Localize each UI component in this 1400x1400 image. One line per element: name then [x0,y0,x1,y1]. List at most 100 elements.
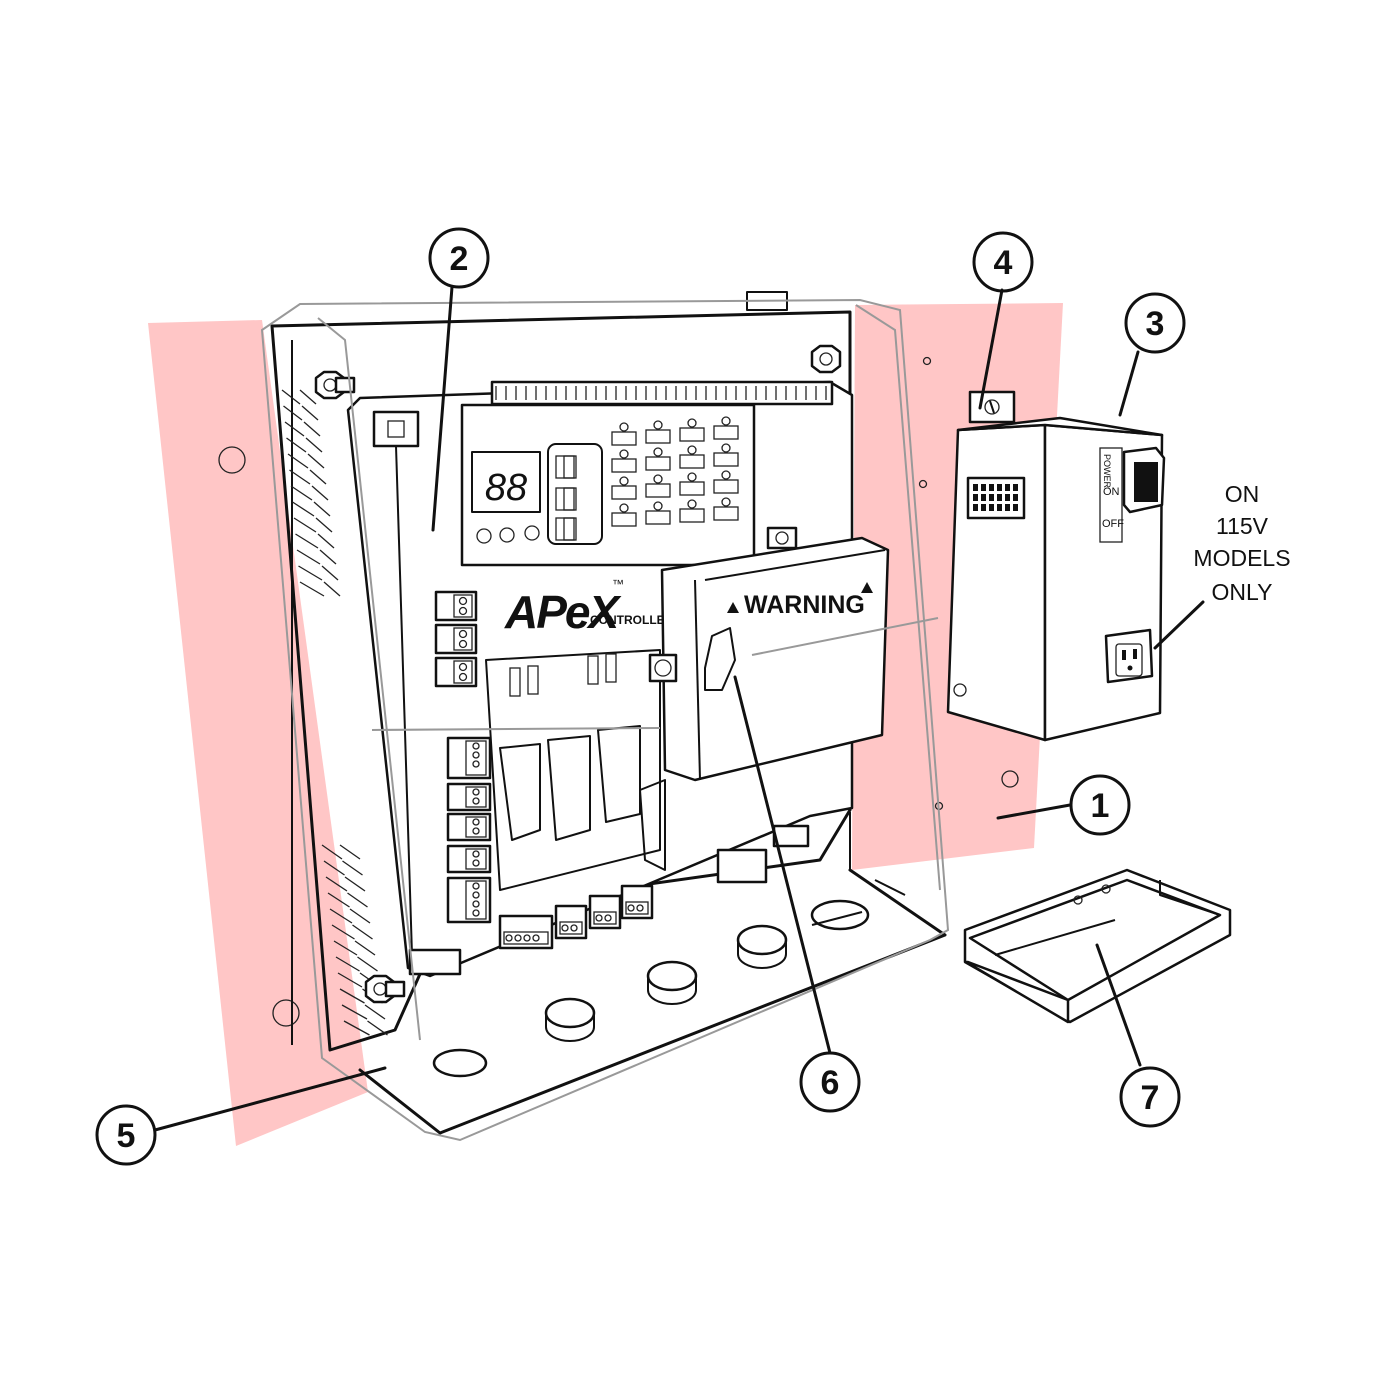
key [645,510,671,525]
power-switch-box: POWER ON OFF [946,390,1166,742]
svg-text:POWER: POWER [1102,454,1112,489]
terminal-block [446,844,492,874]
fin [357,956,378,972]
key-led [721,497,731,507]
fin [295,533,319,549]
board-bracket [408,948,462,976]
key-led [687,499,697,509]
svg-text:WARNING: WARNING [744,591,865,619]
fin [367,1020,388,1036]
fin [321,844,343,860]
callout-1: 1 [1069,774,1131,836]
terminal-block [446,876,492,924]
fin [286,437,307,453]
fin [319,549,337,565]
fin [343,1020,370,1036]
key-led [653,501,663,511]
fin [303,421,321,437]
dip-key [981,484,986,491]
key [611,485,637,500]
key [713,479,739,494]
display-digits: 88 [485,467,527,509]
dip-key [989,484,994,491]
svg-text:115V: 115V [1216,513,1269,539]
fin [347,892,368,908]
fin [296,549,321,565]
key [713,425,739,440]
dip-key [1013,504,1018,511]
fin [333,940,358,956]
warning-cover: WARNING [648,526,890,782]
display-panel [460,403,756,567]
warning-triangle-icon [861,582,873,593]
key-led [721,443,731,453]
callout-5: 5 [95,1104,157,1166]
dip-key [1005,504,1010,511]
screw-icon [953,683,967,697]
callout-7: 7 [1119,1066,1181,1128]
leader-lines [153,285,1142,1132]
key [611,458,637,473]
fin [315,517,333,533]
knockout-hole [646,960,698,992]
fin [281,389,301,405]
svg-text:MODELS: MODELS [1193,545,1290,571]
svg-text:ON: ON [1103,486,1120,498]
fin [311,485,329,501]
fin [323,581,341,597]
panel-hole [922,356,932,366]
pushbuttons [476,525,540,544]
controller-board: 88 APeX ™ CONTROLLER [346,380,854,978]
dip-key [997,504,1002,511]
dip-key [1013,484,1018,491]
led [563,455,575,479]
fin [323,860,345,876]
terminal-block [446,736,492,780]
key [645,483,671,498]
led [563,517,575,541]
dip-key [1013,494,1018,501]
key-led [619,449,629,459]
key [679,481,705,496]
key [645,429,671,444]
fin [321,565,339,581]
terminal-block [434,623,478,655]
key-led [619,422,629,432]
fin [301,405,319,421]
terminal-block [446,782,492,812]
knockout-holes [432,899,870,1078]
key-led [653,474,663,484]
fin [341,1004,368,1020]
fin [349,908,371,924]
callout-6: 6 [799,1051,861,1113]
fin [342,860,363,876]
key-led [687,418,697,428]
note-115v: ON 115V MODELS ONLY [1153,481,1291,650]
svg-text:ONLY: ONLY [1212,579,1273,605]
key [611,431,637,446]
fin [290,485,313,501]
nut [810,344,842,374]
dip-key [981,504,986,511]
rocker-switch-icon [1122,446,1166,514]
panel-hole [1001,770,1019,788]
svg-text:3: 3 [1146,305,1165,343]
terminal-block [446,812,492,842]
panel-hole [272,999,300,1027]
board-bracket [372,410,420,448]
dip-switch [966,476,1026,520]
mounting-panel-left [148,320,368,1146]
screw-icon [984,399,1000,415]
knockout-hole [432,1048,488,1078]
key [645,456,671,471]
svg-text:5: 5 [117,1117,136,1155]
fin [287,453,309,469]
svg-text:2: 2 [450,240,469,278]
fin [313,501,331,517]
fin [317,533,335,549]
key [713,506,739,521]
terminal-block [434,590,478,622]
fin [293,517,317,533]
screw-icon [766,526,798,550]
